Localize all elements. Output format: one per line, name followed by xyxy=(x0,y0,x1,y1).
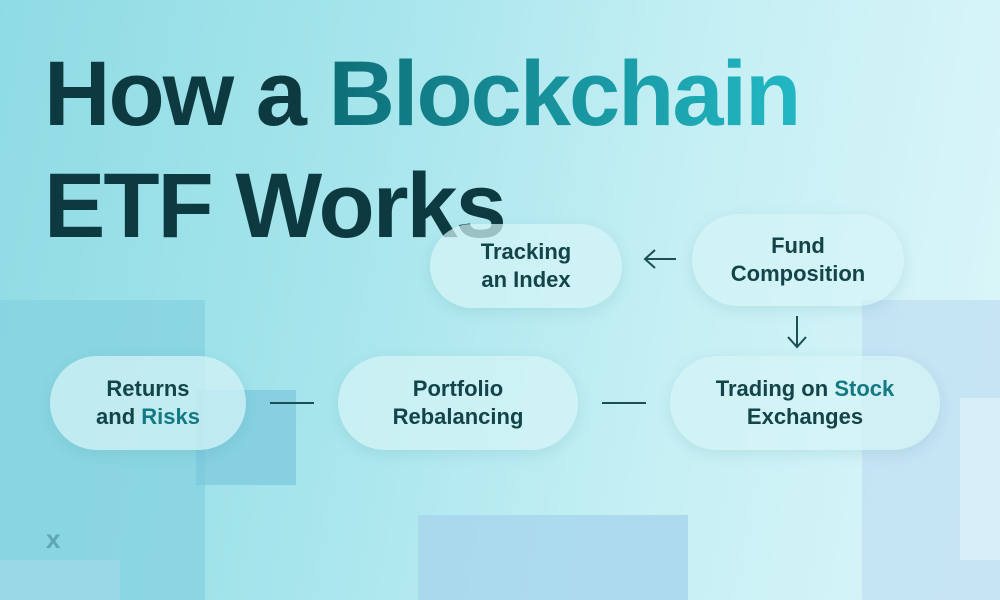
node-trading-line1-accent: Stock xyxy=(834,376,895,401)
node-portfolio-line2: Rebalancing xyxy=(392,404,524,429)
node-returns-line2-dark: and xyxy=(96,404,142,429)
connector-portfolio-returns xyxy=(270,402,314,404)
decor-block-left-upper xyxy=(0,300,205,600)
node-tracking-index: Tracking an Index xyxy=(430,224,622,308)
page-title: How a Blockchain ETF Works xyxy=(44,38,801,262)
brand-x-icon: x xyxy=(46,524,61,554)
node-returns-line1: Returns xyxy=(106,376,190,401)
decor-block-bottom-center xyxy=(418,515,688,600)
arrow-down-icon xyxy=(787,316,807,349)
node-trading-line1-dark: Trading on xyxy=(715,376,835,401)
node-fund-composition-line2: Composition xyxy=(730,261,866,286)
decor-block-left-bottom xyxy=(0,560,120,600)
title-line1-dark: How a xyxy=(44,43,329,145)
node-returns-line2-accent: Risks xyxy=(141,404,200,429)
node-trading-line2: Exchanges xyxy=(746,404,864,429)
node-fund-composition: Fund Composition xyxy=(692,214,904,306)
node-trading-on-stock-exchanges: Trading on Stock Exchanges xyxy=(670,356,940,450)
decor-block-right-inner xyxy=(960,398,1000,560)
connector-trading-portfolio xyxy=(602,402,646,404)
arrow-left-icon xyxy=(643,249,676,269)
node-returns-line2: and Risks xyxy=(96,403,200,431)
node-portfolio-rebalancing: Portfolio Rebalancing xyxy=(338,356,578,450)
node-trading-line1: Trading on Stock xyxy=(716,375,894,403)
title-line2: ETF Works xyxy=(44,155,507,257)
node-fund-composition-line1: Fund xyxy=(771,233,825,258)
title-line1-accent: Blockchain xyxy=(328,43,801,145)
node-tracking-index-line2: an Index xyxy=(481,267,571,292)
node-returns-and-risks: Returns and Risks xyxy=(50,356,246,450)
node-portfolio-line1: Portfolio xyxy=(412,376,504,401)
node-tracking-index-line1: Tracking xyxy=(480,239,572,264)
